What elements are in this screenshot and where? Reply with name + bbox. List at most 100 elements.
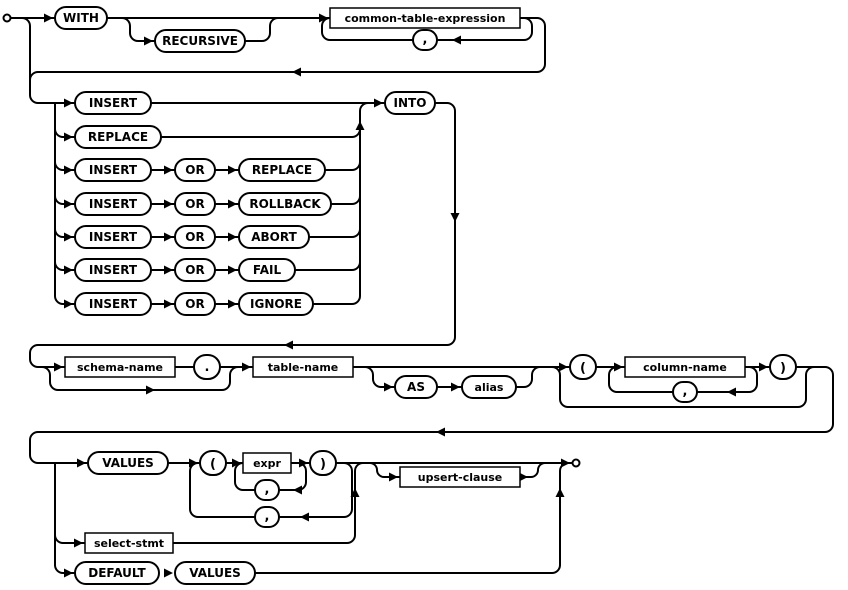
nonterminal-column-name[interactable]: column-name: [624, 356, 746, 378]
terminal-label: (: [210, 457, 216, 472]
terminal-or: OR: [174, 225, 216, 249]
terminal-insert: INSERT: [74, 258, 152, 282]
nonterminal-box: [64, 356, 176, 378]
nonterminal-label: schema-name: [77, 361, 163, 374]
nonterminal-label: upsert-clause: [418, 471, 503, 484]
terminal-label: REPLACE: [88, 130, 148, 144]
nonterminal-box: [84, 532, 174, 554]
terminal-comma-cte: ,: [412, 29, 438, 51]
rail-into-and-names-section: [29, 102, 834, 464]
terminal-box: [87, 451, 169, 475]
terminal-label: .: [205, 360, 210, 375]
nonterminal-label: expr: [253, 457, 281, 470]
terminal-label: (: [580, 361, 586, 376]
terminal-label: REPLACE: [252, 163, 312, 177]
terminal-box: [174, 258, 216, 282]
terminal-box: [769, 354, 797, 380]
terminal-label: ): [780, 361, 786, 376]
terminal-label: DEFAULT: [88, 566, 146, 580]
terminal-comma-expr: ,: [254, 479, 280, 501]
terminal-default: DEFAULT: [74, 561, 160, 585]
terminal-comma-columns: ,: [672, 381, 698, 403]
terminal-label: OR: [185, 197, 204, 211]
terminal-rollback: ROLLBACK: [238, 192, 332, 216]
terminal-recursive: RECURSIVE: [154, 29, 246, 53]
terminal-label: RECURSIVE: [162, 34, 238, 48]
terminal-lparen-columns: (: [569, 354, 597, 380]
terminal-box: [74, 91, 152, 115]
terminal-lparen-values: (: [199, 450, 227, 476]
terminal-box: [174, 225, 216, 249]
terminal-box: [154, 29, 246, 53]
terminal-label: ,: [265, 509, 270, 524]
nonterminal-box: [399, 466, 521, 488]
terminal-insert: INSERT: [74, 158, 152, 182]
nonterminal-label: table-name: [268, 361, 339, 374]
terminal-box: [461, 375, 517, 399]
rail-with-section: [10, 17, 546, 104]
terminal-or: OR: [174, 158, 216, 182]
terminal-label: ABORT: [251, 230, 297, 244]
terminal-replace: REPLACE: [74, 125, 162, 149]
terminal-label: alias: [475, 381, 504, 394]
nonterminal-table-name[interactable]: table-name: [252, 356, 354, 378]
terminal-insert: INSERT: [74, 192, 152, 216]
terminal-box: [193, 354, 221, 380]
terminal-as: AS: [394, 375, 438, 399]
terminal-insert: INSERT: [74, 225, 152, 249]
terminal-label: ,: [683, 384, 688, 399]
terminal-insert: INSERT: [74, 91, 152, 115]
terminal-replace: REPLACE: [238, 158, 326, 182]
nonterminal-expr[interactable]: expr: [242, 452, 292, 474]
terminal-box: [238, 192, 332, 216]
terminal-box: [74, 125, 162, 149]
terminal-label: ROLLBACK: [249, 197, 321, 211]
nonterminal-label: column-name: [643, 361, 727, 374]
terminal-box: [238, 292, 314, 316]
terminal-rparen-values: ): [309, 450, 337, 476]
terminal-box: [569, 354, 597, 380]
terminal-label: AS: [407, 380, 425, 394]
terminal-or: OR: [174, 258, 216, 282]
terminal-ignore: IGNORE: [238, 292, 314, 316]
terminal-box: [238, 258, 296, 282]
arrowheads-left: [284, 35, 736, 522]
terminal-box: [54, 6, 108, 30]
terminal-comma-rows: ,: [254, 506, 280, 528]
nonterminal-schema-name[interactable]: schema-name: [64, 356, 176, 378]
nonterminal-box: [252, 356, 354, 378]
terminal-label: VALUES: [189, 566, 241, 580]
arrowheads-up: [350, 121, 565, 497]
end-terminal: [571, 458, 581, 468]
terminal-box: [254, 479, 280, 501]
terminal-label: OR: [185, 230, 204, 244]
terminal-box: [384, 91, 436, 115]
nonterminal-label: select-stmt: [94, 537, 164, 550]
terminal-box: [254, 506, 280, 528]
terminal-label: ): [320, 457, 326, 472]
nonterminal-upsert-clause[interactable]: upsert-clause: [399, 466, 521, 488]
terminal-box: [74, 192, 152, 216]
terminal-values-2: VALUES: [174, 561, 256, 585]
terminal-label: WITH: [63, 11, 99, 25]
start-terminal: [2, 13, 12, 23]
terminal-box: [309, 450, 337, 476]
nonterminal-box: [624, 356, 746, 378]
nonterminal-label: common-table-expression: [345, 12, 506, 25]
terminal-label: INSERT: [89, 163, 138, 177]
nonterminal-common-table-expression[interactable]: common-table-expression: [329, 7, 521, 29]
terminal-insert: INSERT: [74, 292, 152, 316]
terminal-or: OR: [174, 292, 216, 316]
terminal-values: VALUES: [87, 451, 169, 475]
terminal-box: [74, 561, 160, 585]
terminal-label: OR: [185, 297, 204, 311]
terminal-label: OR: [185, 263, 204, 277]
terminal-box: [199, 450, 227, 476]
terminal-into: INTO: [384, 91, 436, 115]
terminal-box: [174, 561, 256, 585]
nonterminal-select-stmt[interactable]: select-stmt: [84, 532, 174, 554]
terminal-rparen-columns: ): [769, 354, 797, 380]
nonterminal-box: [329, 7, 521, 29]
terminal-label: INSERT: [89, 297, 138, 311]
